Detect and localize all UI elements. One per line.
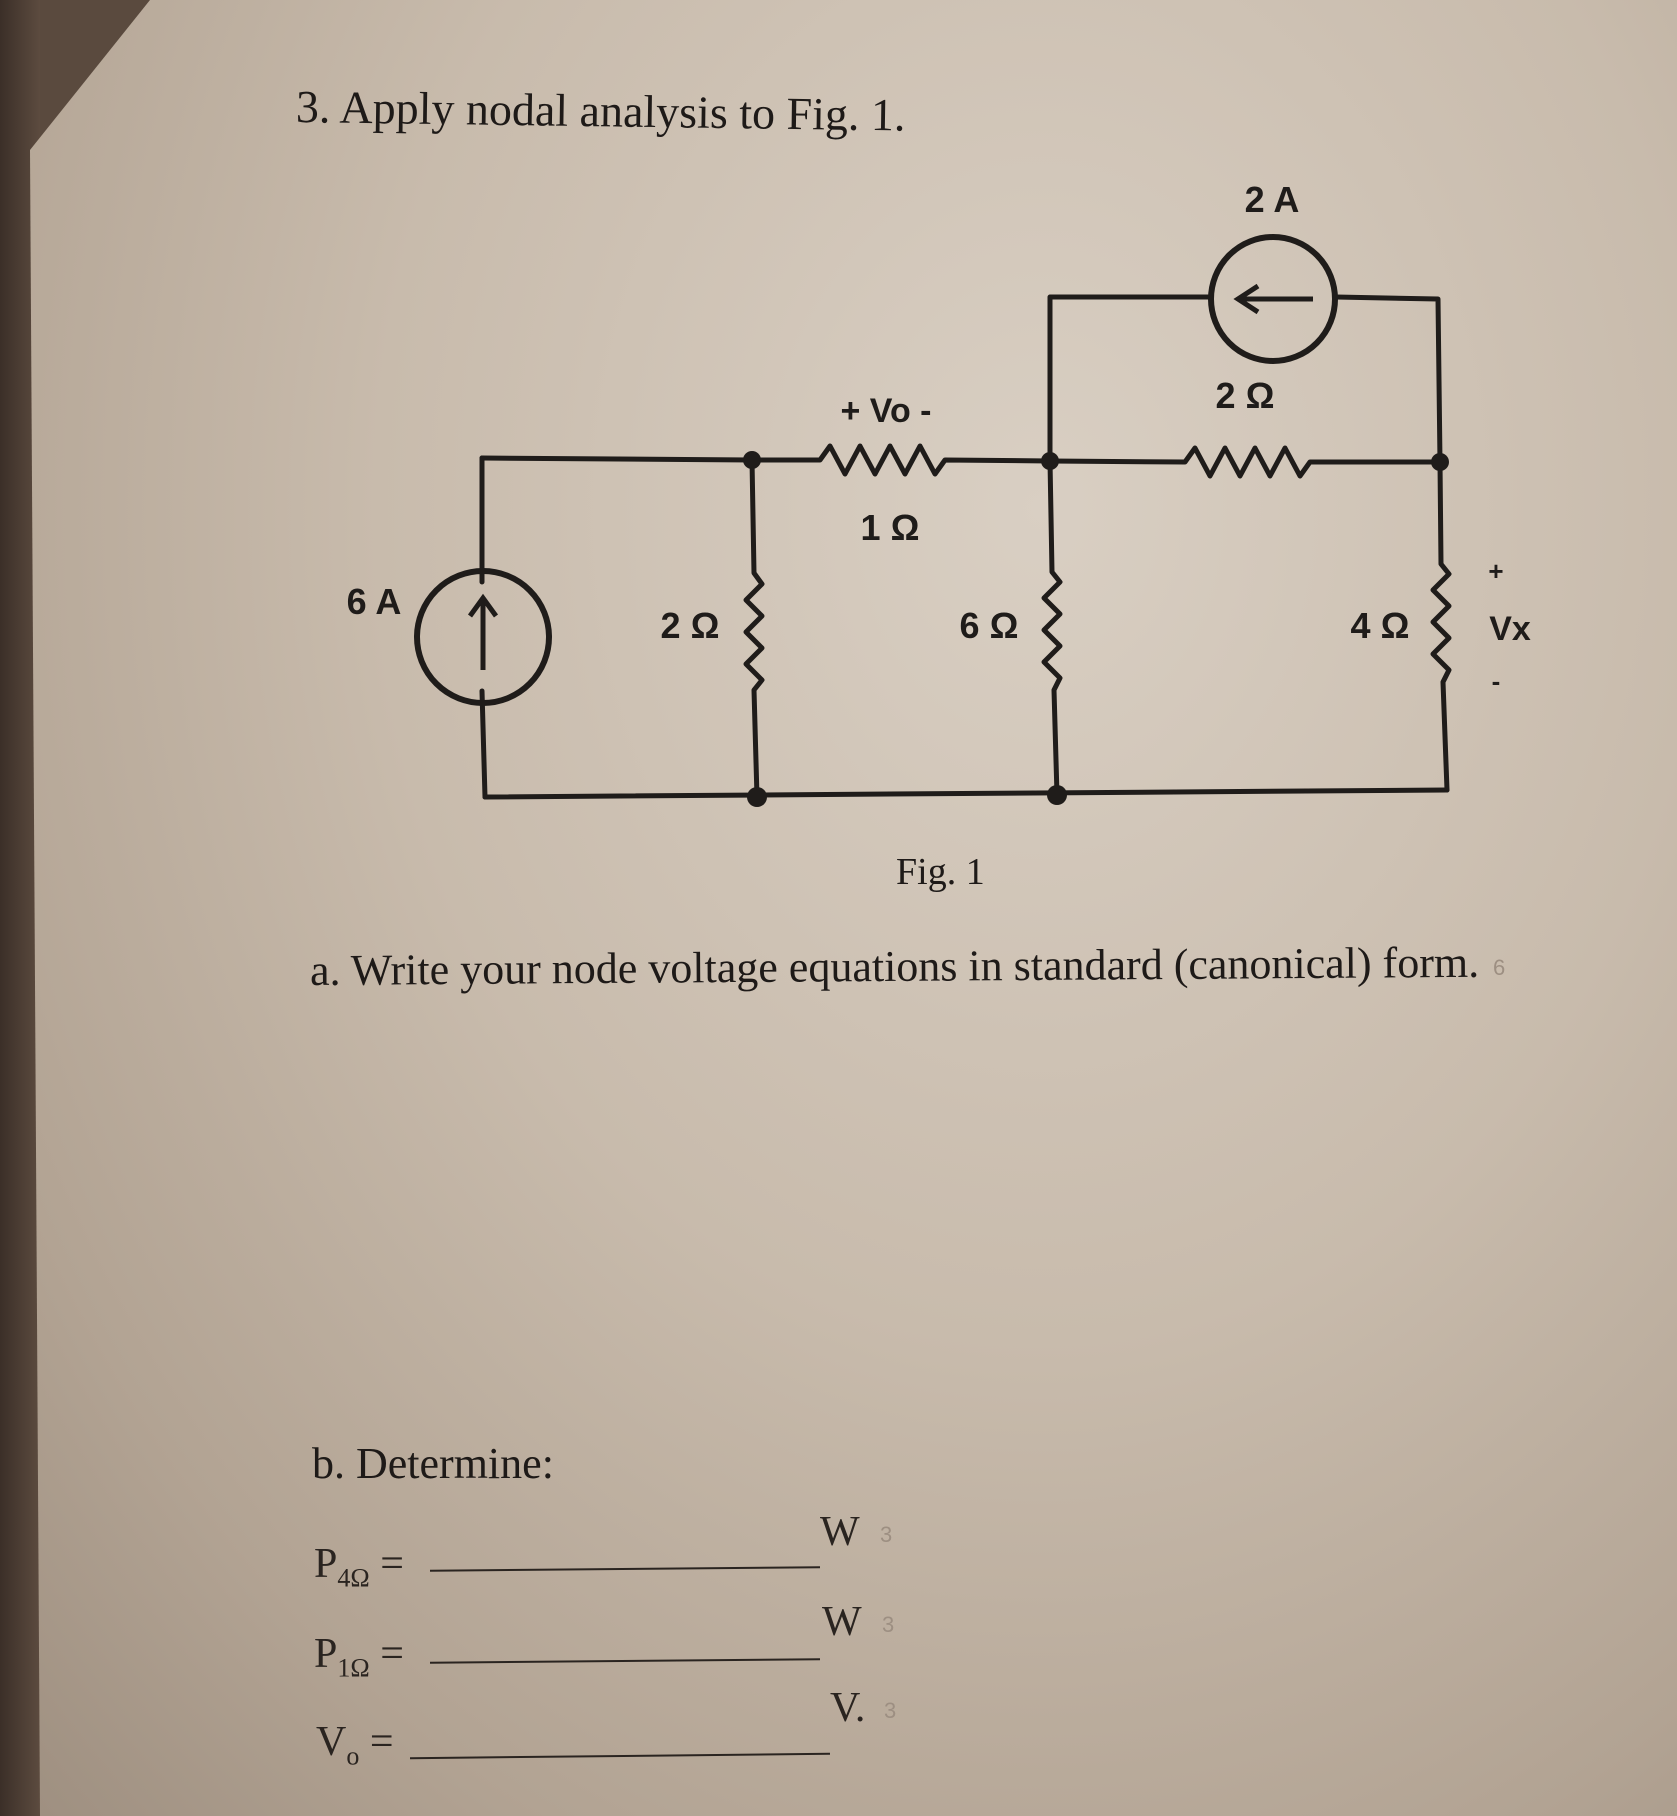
current-source-2A: [1208, 234, 1338, 364]
resistor-4ohm: [1430, 459, 1452, 793]
label-6A: 6 A: [347, 581, 402, 622]
label-2A: 2 A: [1245, 179, 1300, 220]
current-source-6A: [414, 568, 552, 706]
label-vx: Vx: [1489, 610, 1531, 648]
node-middle-bottom: [1047, 785, 1067, 805]
answer-points-vo: 3: [884, 1698, 897, 1723]
label-vx-plus: +: [1488, 556, 1503, 586]
node-middle-top: [1041, 452, 1059, 470]
wire-bottom: [482, 787, 1450, 800]
label-4ohm: 4 Ω: [1351, 605, 1410, 646]
resistor-2ohm-top: [1047, 445, 1443, 479]
answer-unit-p1: W: [822, 1599, 862, 1645]
resistor-1ohm: [749, 443, 1053, 477]
answer-label-p1: P1Ω =: [314, 1631, 404, 1683]
wire-left-top: [479, 455, 755, 463]
resistor-6ohm: [1041, 458, 1063, 798]
part-b-prompt: b. Determine:: [312, 1439, 554, 1488]
node-left-top: [743, 451, 761, 469]
resistor-2ohm-shunt: [743, 457, 765, 800]
label-vx-minus: -: [1492, 666, 1501, 696]
label-1ohm: 1 Ω: [861, 507, 920, 548]
answer-label-vo: Vo =: [316, 1719, 394, 1771]
answer-unit-vo: V.: [830, 1685, 866, 1731]
answer-points-p1: 3: [882, 1612, 895, 1637]
answer-label-p4: P4Ω =: [314, 1541, 404, 1593]
figure-caption: Fig. 1: [896, 851, 985, 893]
label-vo: + Vo -: [841, 392, 932, 430]
label-2ohm-top: 2 Ω: [1216, 375, 1275, 416]
node-left-bottom: [747, 787, 767, 807]
wire-left-side: [479, 455, 488, 800]
part-a-points: 6: [1493, 955, 1506, 980]
answer-unit-p4: W: [820, 1509, 860, 1555]
part-a-prompt: a. Write your node voltage equations in …: [309, 937, 1480, 995]
wire-top-loop: [1047, 294, 1443, 465]
node-right-top: [1431, 453, 1449, 471]
label-6ohm: 6 Ω: [960, 605, 1019, 646]
label-2ohm-shunt: 2 Ω: [661, 605, 720, 646]
answer-points-p4: 3: [880, 1522, 893, 1547]
